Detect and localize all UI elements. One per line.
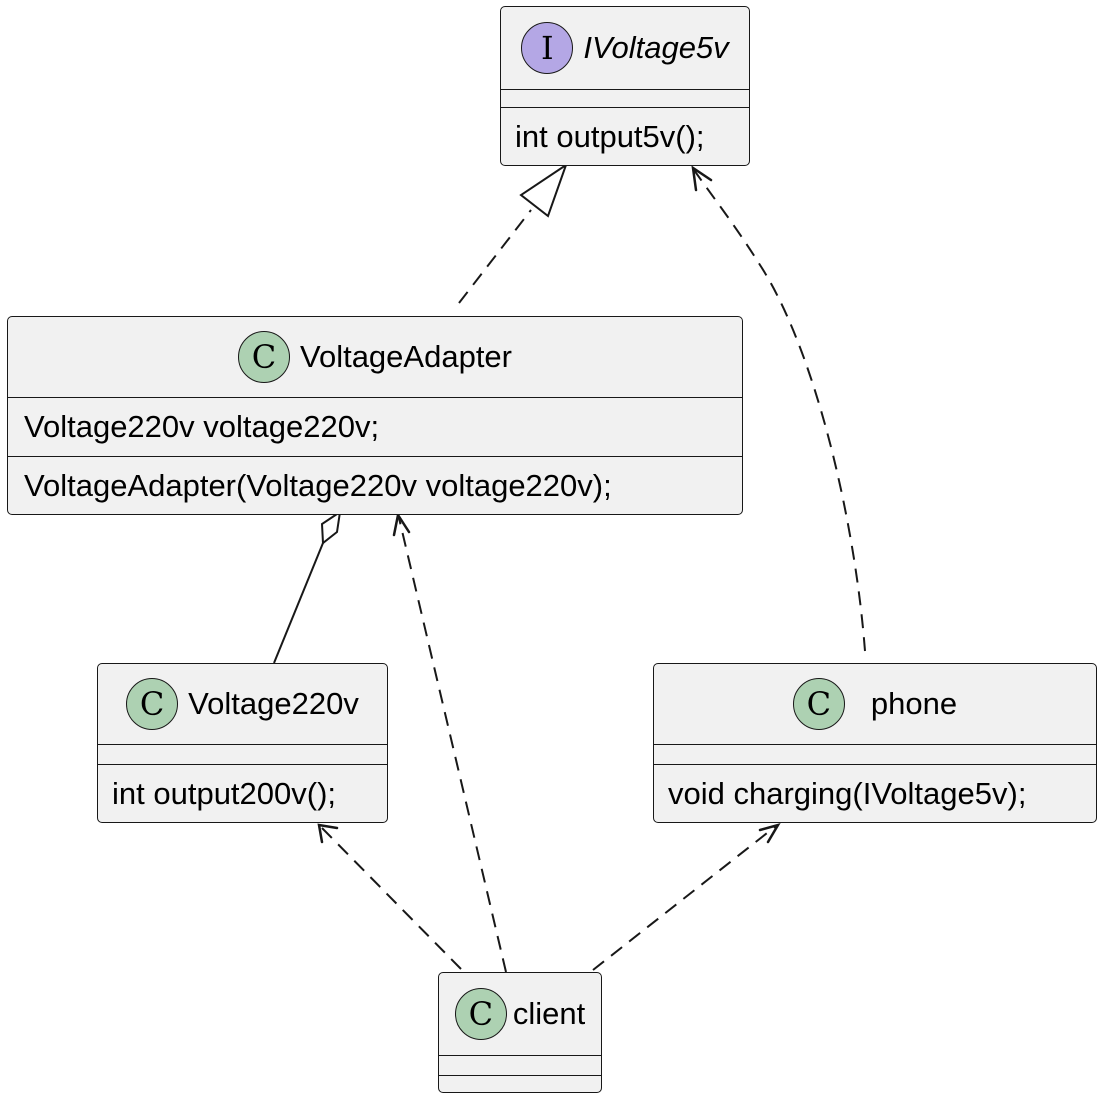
class-badge-icon: C bbox=[792, 678, 845, 730]
class-voltage220v[interactable]: C Voltage220v int output200v(); bbox=[97, 663, 388, 823]
method: VoltageAdapter(Voltage220v voltage220v); bbox=[24, 468, 612, 503]
class-badge-icon: C bbox=[454, 988, 507, 1040]
class-header: C Voltage220v bbox=[98, 664, 387, 744]
section-divider bbox=[654, 744, 1096, 745]
dependency-client-to-voltage220v bbox=[317, 823, 462, 970]
class-client[interactable]: C client bbox=[438, 972, 602, 1093]
dependency-phone-to-ivoltage5v bbox=[691, 165, 866, 652]
field: Voltage220v voltage220v; bbox=[24, 409, 380, 444]
class-name: client bbox=[512, 996, 586, 1031]
dependency-client-to-phone bbox=[592, 822, 781, 971]
class-name: IVoltage5v bbox=[583, 30, 729, 65]
aggregation-voltage220v-to-voltageadapter bbox=[273, 509, 342, 664]
class-header: C VoltageAdapter bbox=[8, 317, 742, 397]
class-name: Voltage220v bbox=[188, 686, 359, 721]
section-divider bbox=[8, 456, 742, 457]
dependency-client-to-voltageadapter bbox=[392, 511, 507, 973]
class-header: C phone bbox=[654, 664, 1096, 744]
section-divider bbox=[501, 107, 749, 108]
class-name: VoltageAdapter bbox=[299, 339, 512, 374]
section-divider bbox=[439, 1075, 601, 1076]
section-divider bbox=[98, 744, 387, 745]
class-badge-icon: C bbox=[126, 678, 179, 730]
class-voltageadapter[interactable]: C VoltageAdapter Voltage220v voltage220v… bbox=[7, 316, 743, 515]
class-phone[interactable]: C phone void charging(IVoltage5v); bbox=[653, 663, 1097, 823]
method: void charging(IVoltage5v); bbox=[668, 776, 1027, 811]
method: int output200v(); bbox=[112, 776, 337, 811]
realization-voltageadapter-to-ivoltage5v bbox=[458, 162, 568, 304]
class-header: C client bbox=[439, 973, 601, 1055]
section-divider bbox=[439, 1055, 601, 1056]
class-badge-icon: C bbox=[237, 331, 290, 383]
section-divider bbox=[654, 764, 1096, 765]
class-name: phone bbox=[870, 686, 958, 721]
method: int output5v(); bbox=[515, 119, 705, 154]
class-ivoltage5v[interactable]: I IVoltage5v int output5v(); bbox=[500, 6, 750, 166]
section-divider bbox=[98, 764, 387, 765]
interface-badge-icon: I bbox=[521, 22, 574, 74]
section-divider bbox=[8, 397, 742, 398]
section-divider bbox=[501, 89, 749, 90]
class-header: I IVoltage5v bbox=[501, 7, 749, 89]
